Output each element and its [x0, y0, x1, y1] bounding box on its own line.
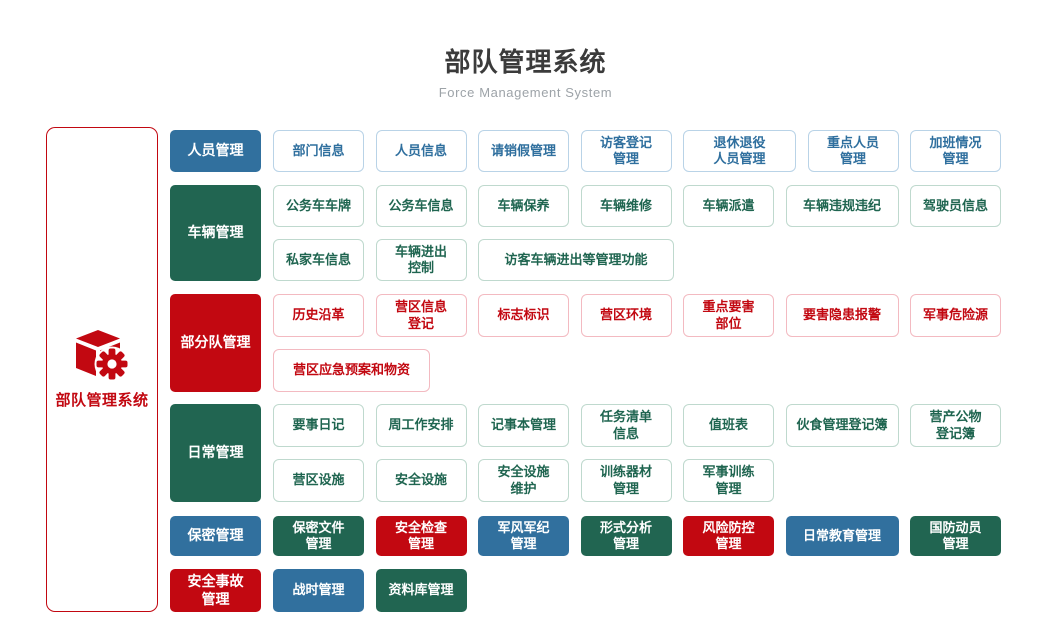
module-chip[interactable]: 军风军纪 管理	[478, 516, 569, 556]
row-band: 保密管理保密文件 管理安全检查 管理军风军纪 管理形式分析 管理风险防控 管理日…	[170, 516, 1009, 556]
module-chip[interactable]: 战时管理	[273, 569, 364, 612]
row-band: 部分队管理历史沿革营区信息 登记标志标识营区环境重点要害 部位要害隐患报警军事危…	[170, 294, 1009, 392]
row-band: 日常管理要事日记周工作安排记事本管理任务清单 信息值班表伙食管理登记簿营产公物 …	[170, 404, 1009, 502]
items-group: 保密文件 管理安全检查 管理军风军纪 管理形式分析 管理风险防控 管理日常教育管…	[273, 516, 1009, 556]
category-chip[interactable]: 车辆管理	[170, 185, 261, 281]
module-chip[interactable]: 驾驶员信息	[910, 185, 1001, 227]
module-chip[interactable]: 国防动员 管理	[910, 516, 1001, 556]
module-chip[interactable]: 要害隐患报警	[785, 294, 899, 337]
module-chip[interactable]: 车辆违规违纪	[785, 185, 899, 227]
category-chip[interactable]: 日常管理	[170, 404, 261, 502]
module-chip[interactable]: 车辆进出 控制	[375, 239, 467, 281]
category-chip[interactable]: 部分队管理	[170, 294, 261, 392]
module-chip[interactable]: 安全设施	[375, 459, 467, 502]
page-subtitle: Force Management System	[438, 85, 613, 100]
module-chip[interactable]: 日常教育管理	[785, 516, 899, 556]
category-chip[interactable]: 保密管理	[170, 516, 261, 556]
module-chip[interactable]: 营产公物 登记簿	[910, 404, 1001, 447]
module-chip[interactable]: 安全检查 管理	[375, 516, 467, 556]
module-chip[interactable]: 风险防控 管理	[683, 516, 774, 556]
module-chip[interactable]: 记事本管理	[478, 404, 569, 447]
system-root-panel: 部队管理系统	[46, 127, 158, 612]
module-chip[interactable]: 人员信息	[375, 130, 467, 172]
items-group: 要事日记周工作安排记事本管理任务清单 信息值班表伙食管理登记簿营产公物 登记簿营…	[273, 404, 1009, 502]
module-chip[interactable]: 私家车信息	[273, 239, 364, 281]
module-chip[interactable]: 加班情况 管理	[910, 130, 1001, 172]
module-chip[interactable]: 车辆保养	[478, 185, 569, 227]
system-root-label: 部队管理系统	[55, 392, 149, 409]
items-group: 战时管理资料库管理	[273, 569, 1009, 612]
cube-gear-icon	[76, 330, 130, 382]
row-band: 人员管理部门信息人员信息请销假管理访客登记 管理退休退役 人员管理重点人员 管理…	[170, 130, 1009, 172]
items-group: 部门信息人员信息请销假管理访客登记 管理退休退役 人员管理重点人员 管理加班情况…	[273, 130, 1009, 172]
module-chip[interactable]: 访客车辆进出等管理功能	[478, 239, 674, 281]
module-chip[interactable]: 车辆派遣	[683, 185, 774, 227]
items-group: 公务车车牌公务车信息车辆保养车辆维修车辆派遣车辆违规违纪驾驶员信息私家车信息车辆…	[273, 185, 1009, 281]
module-chip[interactable]: 标志标识	[478, 294, 569, 337]
module-chip[interactable]: 形式分析 管理	[580, 516, 672, 556]
items-group: 历史沿革营区信息 登记标志标识营区环境重点要害 部位要害隐患报警军事危险源营区应…	[273, 294, 1009, 392]
module-chip[interactable]: 营区信息 登记	[375, 294, 467, 337]
module-chip[interactable]: 军事训练 管理	[683, 459, 774, 502]
module-chip[interactable]: 重点要害 部位	[683, 294, 774, 337]
module-chip[interactable]: 军事危险源	[910, 294, 1001, 337]
module-chip[interactable]: 营区应急预案和物资	[273, 349, 430, 392]
module-chip[interactable]: 公务车信息	[375, 185, 467, 227]
module-chip[interactable]: 公务车车牌	[273, 185, 364, 227]
module-chip[interactable]: 营区设施	[273, 459, 364, 502]
module-chip[interactable]: 历史沿革	[273, 294, 364, 337]
module-chip[interactable]: 要事日记	[273, 404, 364, 447]
module-chip[interactable]: 重点人员 管理	[807, 130, 899, 172]
module-chip[interactable]: 安全设施 维护	[478, 459, 569, 502]
row-band: 安全事故 管理战时管理资料库管理	[170, 569, 1009, 612]
row-band: 车辆管理公务车车牌公务车信息车辆保养车辆维修车辆派遣车辆违规违纪驾驶员信息私家车…	[170, 185, 1009, 281]
module-chip[interactable]: 营区环境	[580, 294, 672, 337]
module-chip[interactable]: 退休退役 人员管理	[683, 130, 796, 172]
module-chip[interactable]: 保密文件 管理	[273, 516, 364, 556]
module-chip[interactable]: 请销假管理	[478, 130, 569, 172]
category-chip[interactable]: 人员管理	[170, 130, 261, 172]
page-title: 部队管理系统	[444, 47, 607, 77]
module-chip[interactable]: 周工作安排	[375, 404, 467, 447]
module-chip[interactable]: 车辆维修	[580, 185, 672, 227]
category-chip[interactable]: 安全事故 管理	[170, 569, 261, 612]
module-chip[interactable]: 访客登记 管理	[580, 130, 672, 172]
module-chip[interactable]: 部门信息	[273, 130, 364, 172]
module-chip[interactable]: 训练器材 管理	[580, 459, 672, 502]
module-chip[interactable]: 任务清单 信息	[580, 404, 672, 447]
module-chip[interactable]: 值班表	[683, 404, 774, 447]
module-chip[interactable]: 伙食管理登记簿	[785, 404, 899, 447]
module-chip[interactable]: 资料库管理	[375, 569, 467, 612]
